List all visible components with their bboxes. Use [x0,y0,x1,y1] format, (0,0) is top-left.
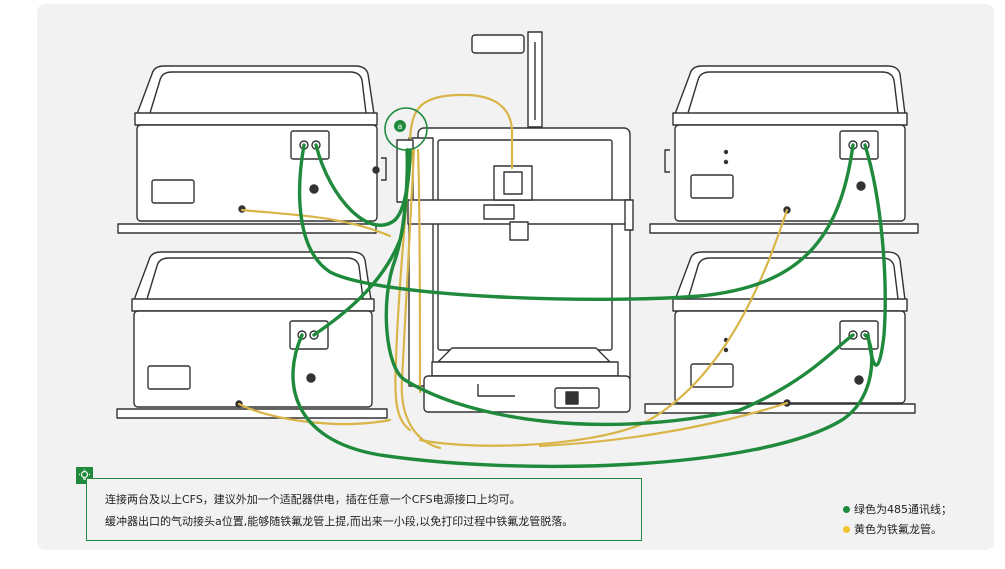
printer [396,31,634,413]
cfs-unit-bottom-left [116,251,388,419]
legend-item-yellow: 黄色为铁氟龙管。 [843,519,952,539]
cfs-unit-top-right [649,65,919,234]
yellow-dot-icon [843,525,850,533]
legend: 绿色为485通讯线； 黄色为铁氟龙管。 [843,499,952,539]
note-line-2: 缓冲器出口的气动接头a位置,能够随铁氟龙管上提,而出来一小段,以免打印过程中铁氟… [105,515,574,528]
legend-label: 黄色为铁氟龙管。 [854,523,942,536]
legend-item-green: 绿色为485通讯线； [843,499,952,519]
cfs-unit-top-left [117,65,387,234]
note-box: 连接两台及以上CFS，建议外加一个适配器供电，插在任意一个CFS电源接口上均可。… [86,478,642,541]
legend-label: 绿色为485通讯线； [854,503,952,516]
note-line-1: 连接两台及以上CFS，建议外加一个适配器供电，插在任意一个CFS电源接口上均可。 [105,493,521,506]
callout-a-label: a [398,122,403,131]
callout-a: a [384,107,428,151]
green-dot-icon [843,505,850,513]
rs485-cables [291,143,887,469]
